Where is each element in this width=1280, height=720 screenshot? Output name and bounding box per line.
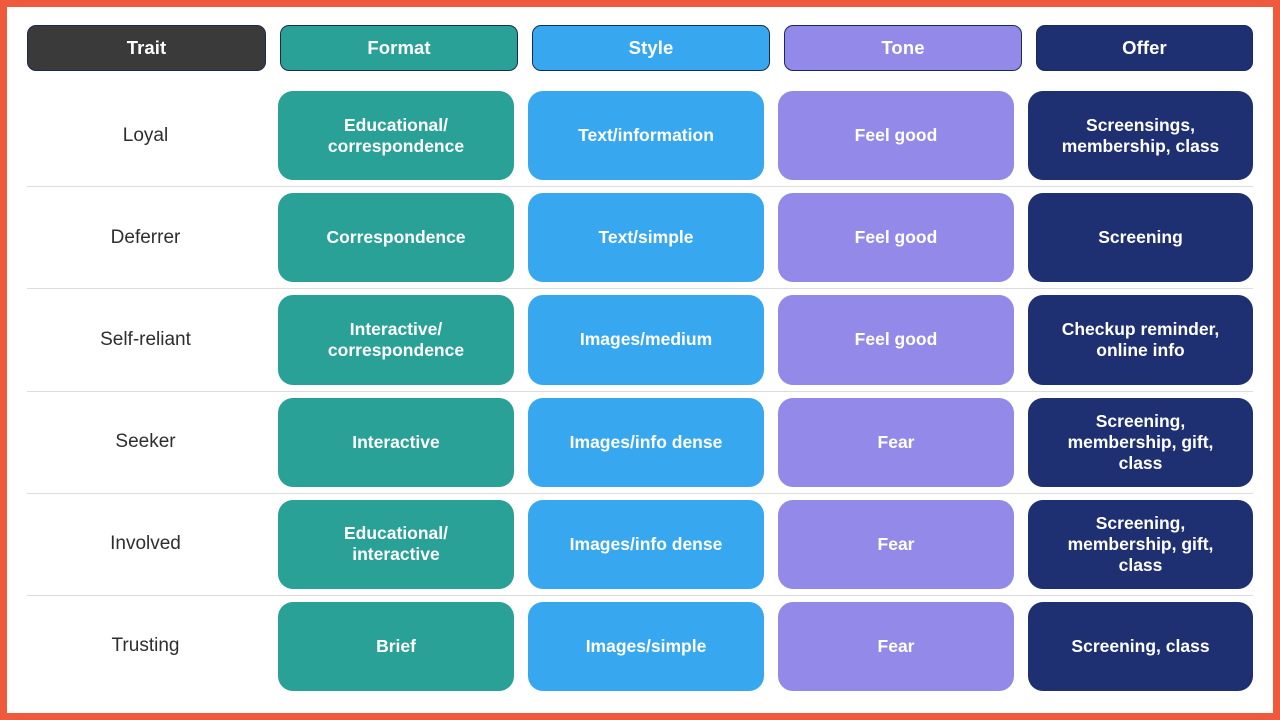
column-header-trait[interactable]: Trait — [27, 25, 266, 71]
tone-pill[interactable]: Fear — [778, 397, 1014, 487]
format-pill[interactable]: Interactive/correspondence — [278, 295, 514, 385]
format-pill[interactable]: Interactive — [278, 397, 514, 487]
tone-pill[interactable]: Fear — [778, 601, 1014, 692]
trait-label: Involved — [110, 533, 181, 555]
offer-pill[interactable]: Screening — [1028, 193, 1253, 283]
offer-pill[interactable]: Screening,membership, gift,class — [1028, 397, 1253, 487]
style-pill[interactable]: Text/information — [528, 91, 764, 181]
column-header-offer[interactable]: Offer — [1036, 25, 1253, 71]
table-row: Involved Educational/interactive Images/… — [27, 492, 1253, 595]
style-pill[interactable]: Text/simple — [528, 193, 764, 283]
trait-label: Loyal — [122, 124, 169, 146]
tone-pill[interactable]: Fear — [778, 499, 1014, 589]
tone-pill[interactable]: Feel good — [778, 295, 1014, 385]
column-header-format[interactable]: Format — [280, 25, 518, 71]
format-pill[interactable]: Educational/correspondence — [278, 91, 514, 181]
format-pill[interactable]: Educational/interactive — [278, 499, 514, 589]
format-pill[interactable]: Brief — [278, 601, 514, 692]
offer-pill[interactable]: Checkup reminder,online info — [1028, 295, 1253, 385]
table-row: Loyal Educational/correspondence Text/in… — [27, 85, 1253, 186]
table-row: Self-reliant Interactive/correspondence … — [27, 288, 1253, 390]
tone-pill[interactable]: Feel good — [778, 193, 1014, 283]
style-pill[interactable]: Images/simple — [528, 601, 764, 692]
style-pill[interactable]: Images/info dense — [528, 499, 764, 589]
trait-strategy-matrix: Trait Format Style Tone Offer Loyal Educ… — [7, 7, 1273, 713]
table-row: Deferrer Correspondence Text/simple Feel… — [27, 186, 1253, 288]
tone-pill[interactable]: Feel good — [778, 91, 1014, 181]
trait-label: Self-reliant — [100, 328, 191, 350]
table-body: Loyal Educational/correspondence Text/in… — [27, 85, 1253, 697]
style-pill[interactable]: Images/medium — [528, 295, 764, 385]
offer-pill[interactable]: Screensings,membership, class — [1028, 91, 1253, 181]
column-header-style[interactable]: Style — [532, 25, 770, 71]
table-row: Trusting Brief Images/simple Fear Screen… — [27, 594, 1253, 697]
style-pill[interactable]: Images/info dense — [528, 397, 764, 487]
offer-pill[interactable]: Screening,membership, gift,class — [1028, 499, 1253, 589]
column-header-tone[interactable]: Tone — [784, 25, 1022, 71]
format-pill[interactable]: Correspondence — [278, 193, 514, 283]
offer-pill[interactable]: Screening, class — [1028, 601, 1253, 692]
table-row: Seeker Interactive Images/info dense Fea… — [27, 390, 1253, 493]
trait-label: Deferrer — [110, 226, 181, 248]
table-header-row: Trait Format Style Tone Offer — [27, 25, 1253, 71]
trait-label: Seeker — [115, 431, 176, 453]
trait-label: Trusting — [111, 635, 180, 657]
